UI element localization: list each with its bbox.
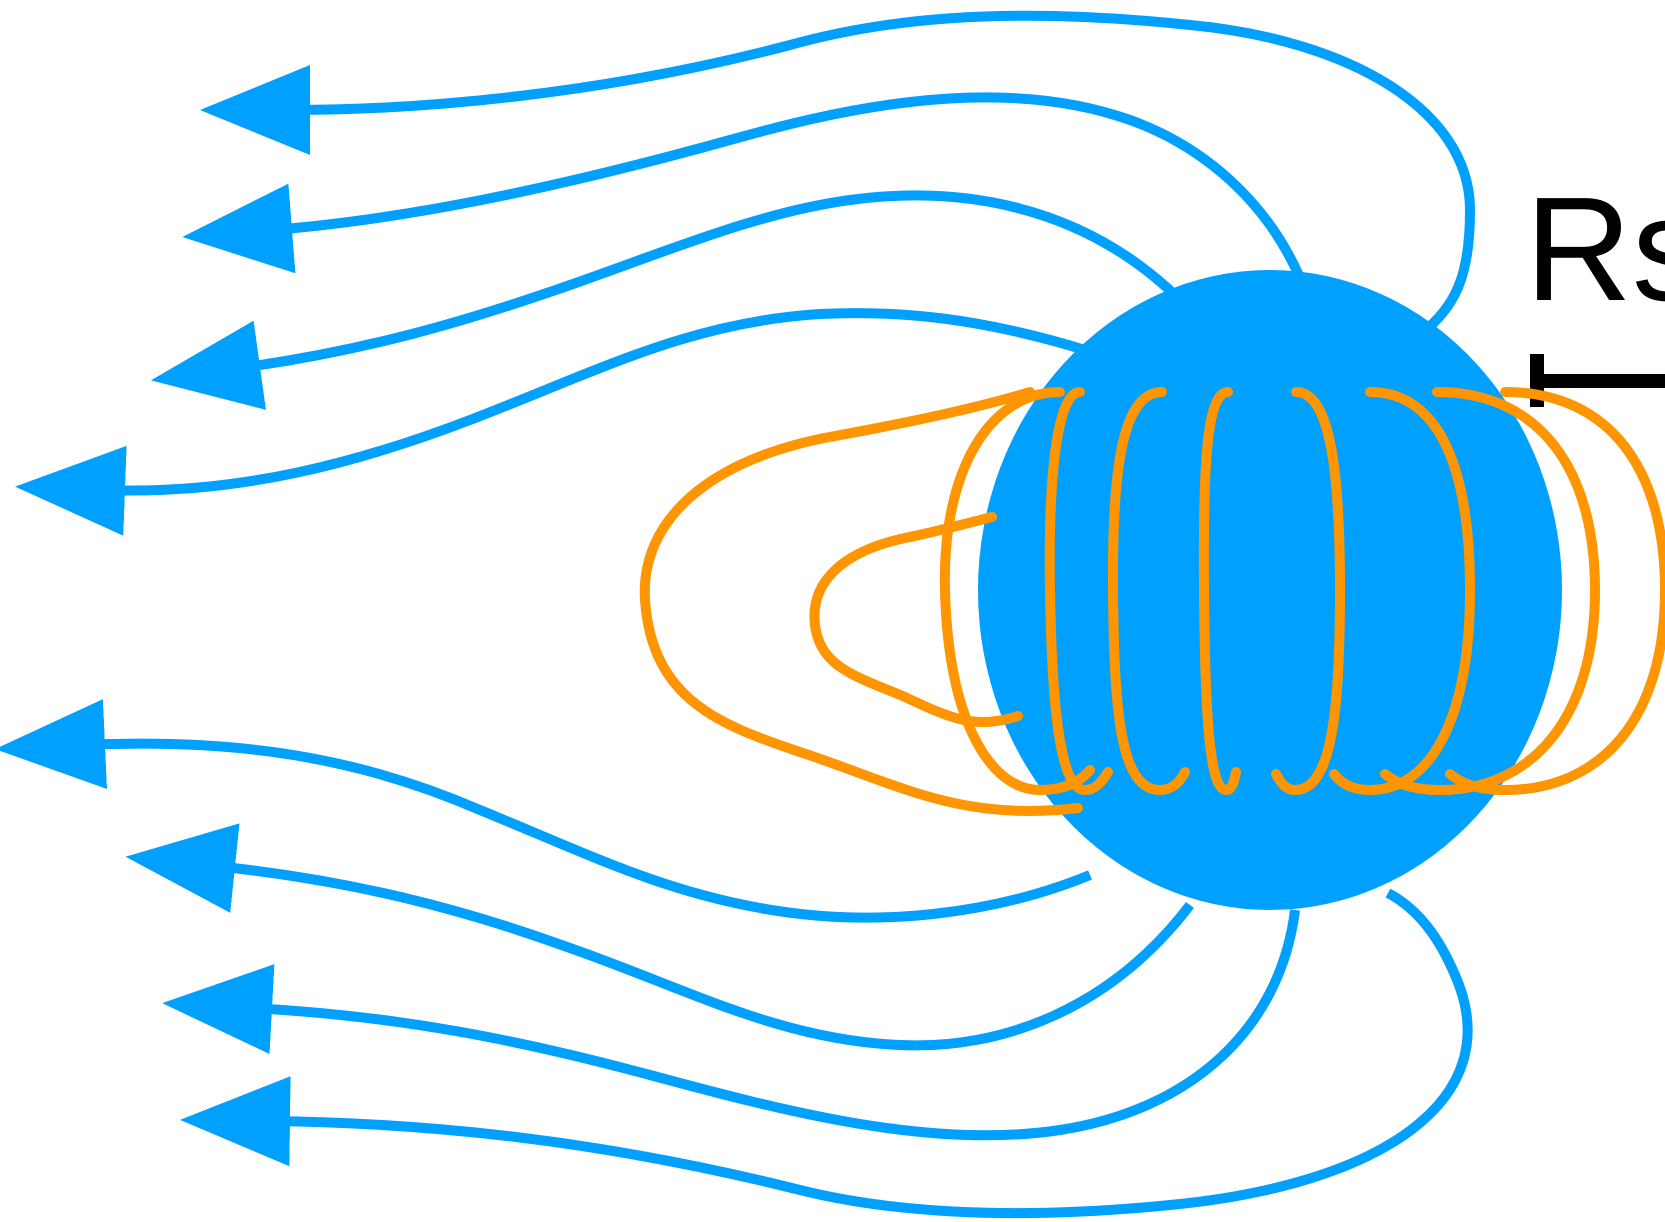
field-line-lower-2: [125, 823, 1194, 1051]
field-line-lower-1: [0, 699, 1092, 923]
coil-loop-1: [939, 387, 1095, 795]
toroidal-coils: [639, 387, 1665, 817]
field-lines: [0, 10, 1475, 1219]
coil-loop-4: [1198, 387, 1241, 795]
coil-loop-6: [1329, 387, 1475, 795]
coil-loop-3: [1107, 387, 1190, 795]
coil-loop-7: [1380, 387, 1600, 795]
field-line-lower-4: [180, 888, 1473, 1219]
field-line-upper-2: [182, 92, 1310, 292]
scale-bar-line: [1530, 374, 1665, 388]
coil-loop-8: [1445, 387, 1665, 795]
coil-loop-5: [1271, 387, 1345, 795]
field-line-upper-4: [15, 308, 1087, 536]
radius-label: Rs: [1525, 167, 1665, 332]
field-line-upper-1: [200, 10, 1475, 332]
field-line-upper-3: [150, 190, 1179, 410]
coil-loop-2: [1044, 387, 1113, 795]
field-line-lower-3: [162, 909, 1300, 1141]
coil-inner-left: [809, 512, 1023, 727]
coil-outer-left: [639, 387, 1083, 817]
